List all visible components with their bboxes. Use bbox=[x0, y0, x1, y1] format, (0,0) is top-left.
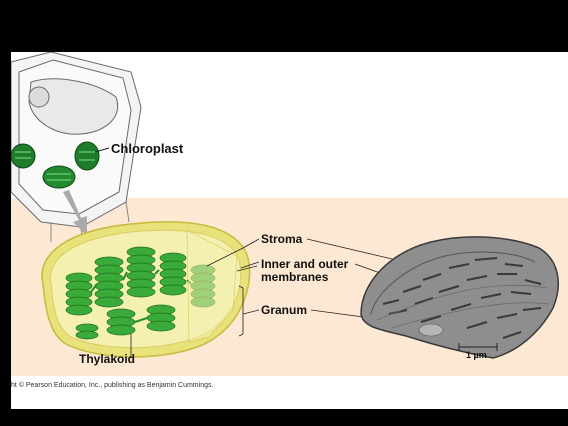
granum-stack bbox=[66, 273, 92, 315]
chloroplast-detail bbox=[42, 222, 249, 357]
cell-chloroplast bbox=[75, 142, 99, 170]
starch-grain bbox=[419, 324, 443, 336]
cell-chloroplast bbox=[43, 166, 75, 188]
slide: Chloroplast Stroma Inner and outer membr… bbox=[11, 52, 568, 409]
top-black-bar bbox=[0, 0, 568, 52]
granum-label: Granum bbox=[261, 304, 307, 317]
nucleus bbox=[29, 87, 49, 107]
granum-stack bbox=[147, 305, 175, 331]
thylakoid-label: Thylakoid bbox=[79, 353, 135, 366]
stroma-label: Stroma bbox=[261, 233, 302, 246]
cell-chloroplast bbox=[11, 144, 35, 168]
copyright-credit: ht © Pearson Education, Inc., publishing… bbox=[11, 382, 213, 389]
granum-stack bbox=[107, 309, 135, 335]
granum-leader-left bbox=[243, 310, 259, 314]
bottom-black-bar bbox=[0, 409, 568, 426]
scale-label: 1 µm bbox=[466, 349, 487, 362]
chloroplast-label: Chloroplast bbox=[111, 142, 183, 155]
micrograph-body bbox=[361, 237, 558, 358]
membranes-label-line2: membranes bbox=[261, 271, 328, 284]
electron-micrograph bbox=[361, 237, 558, 358]
granum-stack bbox=[160, 253, 186, 295]
